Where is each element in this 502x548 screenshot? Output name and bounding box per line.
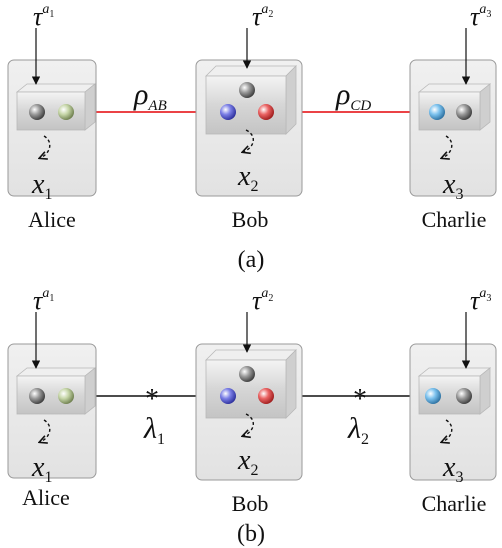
particle-green	[58, 388, 74, 404]
link-subscript: 1	[157, 431, 165, 448]
tau-subscript: 1	[49, 293, 54, 304]
party-name: Charlie	[422, 491, 487, 516]
tau-label: τ	[470, 2, 481, 31]
link-label: λ	[347, 412, 361, 445]
party-alice: τa1 x1 Alice	[7, 2, 97, 232]
particle-green	[58, 104, 74, 120]
output-arrow	[243, 129, 254, 152]
outcome-label: x	[442, 169, 456, 200]
source-star: *	[353, 384, 367, 415]
party-name: Bob	[232, 207, 269, 232]
svg-text:τa2: τa2	[252, 2, 273, 31]
svg-text:x2: x2	[237, 445, 258, 479]
tau-label: τ	[470, 286, 481, 315]
tau-label: τ	[252, 2, 263, 31]
outcome-label: x	[237, 161, 251, 192]
output-arrow	[243, 413, 254, 436]
outcome-subscript: 1	[44, 186, 52, 203]
particle-gray	[239, 82, 255, 98]
particle-red	[258, 104, 274, 120]
tau-superscript: a	[261, 286, 268, 301]
tau-superscript: a	[479, 2, 486, 17]
outcome-subscript: 2	[250, 462, 258, 479]
output-arrow	[442, 135, 453, 158]
panel-a: τa1 x1 Alice τa2 x2	[7, 2, 497, 273]
svg-text:x2: x2	[237, 161, 258, 195]
particle-cyan	[425, 388, 441, 404]
output-arrow	[40, 419, 51, 442]
svg-text:ρCD: ρCD	[335, 78, 371, 114]
svg-text:τa1: τa1	[33, 286, 54, 315]
link-subscript: CD	[350, 98, 371, 114]
svg-text:λ2: λ2	[347, 412, 369, 448]
party-name: Alice	[22, 485, 70, 510]
measurement-box	[205, 65, 297, 135]
svg-text:x1: x1	[31, 169, 52, 203]
output-arrow	[40, 135, 51, 158]
tau-superscript: a	[42, 2, 49, 17]
svg-text:x1: x1	[31, 452, 52, 486]
link-subscript: AB	[147, 98, 166, 114]
source-star: *	[145, 384, 159, 415]
measurement-box	[15, 83, 97, 131]
particle-gray	[456, 104, 472, 120]
party-charlie: τa3 x3 Charlie	[409, 286, 497, 516]
outcome-subscript: 3	[455, 469, 463, 486]
party-name: Charlie	[422, 207, 487, 232]
tau-subscript: 1	[49, 9, 54, 20]
tau-label: τ	[33, 286, 44, 315]
svg-text:τa2: τa2	[252, 286, 273, 315]
output-arrow	[442, 419, 453, 442]
party-name: Bob	[232, 491, 269, 516]
outcome-subscript: 3	[455, 186, 463, 203]
particle-gray	[29, 104, 45, 120]
panel-caption: (a)	[238, 247, 265, 273]
party-bob: τa2 x2 Bob	[195, 2, 303, 232]
party-alice: τa1 x1 Alice	[7, 286, 97, 510]
measurement-box	[417, 83, 492, 131]
party-charlie: τa3 x3 Charlie	[409, 2, 497, 232]
outcome-subscript: 1	[44, 469, 52, 486]
tau-superscript: a	[261, 2, 268, 17]
particle-blue	[220, 104, 236, 120]
link-subscript: 2	[361, 431, 369, 448]
party-name: Alice	[28, 207, 76, 232]
tau-label: τ	[33, 2, 44, 31]
outcome-label: x	[237, 445, 251, 476]
particle-cyan	[429, 104, 445, 120]
tau-superscript: a	[479, 286, 486, 301]
particle-gray	[29, 388, 45, 404]
svg-text:λ1: λ1	[143, 412, 165, 448]
svg-text:τa3: τa3	[470, 286, 491, 315]
link-label: ρ	[335, 78, 350, 111]
tau-subscript: 2	[268, 293, 273, 304]
svg-text:x3: x3	[442, 452, 463, 486]
particle-red	[258, 388, 274, 404]
tau-superscript: a	[42, 286, 49, 301]
measurement-box	[15, 367, 97, 415]
link-label: λ	[143, 412, 157, 445]
tau-subscript: 3	[486, 293, 491, 304]
particle-gray	[239, 366, 255, 382]
svg-text:τa1: τa1	[33, 2, 54, 31]
outcome-label: x	[31, 169, 45, 200]
link-label: ρ	[133, 78, 148, 111]
party-bob: τa2 x2 Bob	[195, 286, 303, 516]
measurement-box	[205, 349, 297, 419]
panel-b: τa1 x1 Alice τa2 x2	[7, 286, 497, 547]
particle-gray	[456, 388, 472, 404]
tau-subscript: 2	[268, 9, 273, 20]
svg-text:τa3: τa3	[470, 2, 491, 31]
outcome-label: x	[31, 452, 45, 483]
particle-blue	[220, 388, 236, 404]
svg-text:x3: x3	[442, 169, 463, 203]
svg-text:ρAB: ρAB	[133, 78, 167, 114]
outcome-subscript: 2	[250, 178, 258, 195]
tau-subscript: 3	[486, 9, 491, 20]
outcome-label: x	[442, 452, 456, 483]
panel-caption: (b)	[237, 521, 265, 547]
tau-label: τ	[252, 286, 263, 315]
